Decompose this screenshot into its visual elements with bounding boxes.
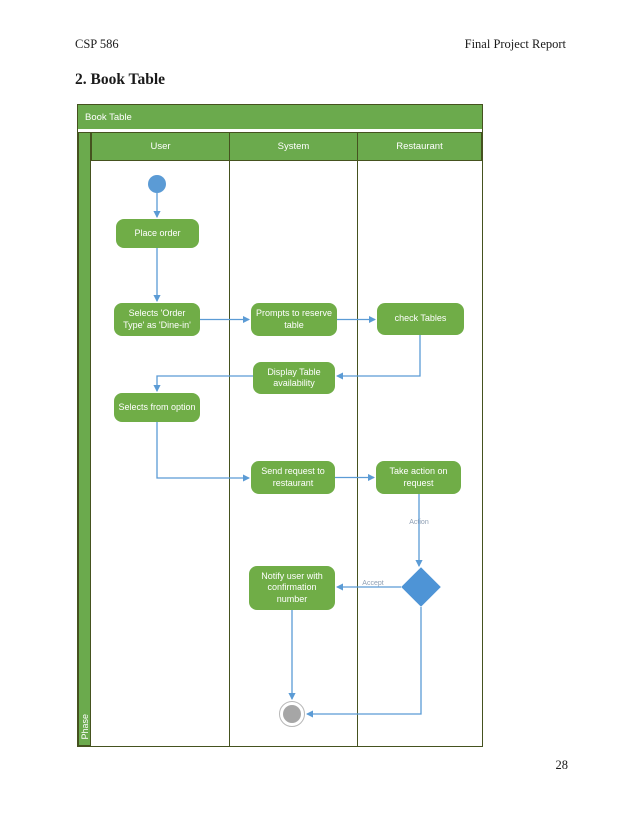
decision-diamond <box>401 567 441 607</box>
flow-selects-option-to-send-request <box>156 422 251 482</box>
lane-header-user: User <box>91 132 230 161</box>
activity-send-request: Send request to restaurant <box>251 461 335 494</box>
activity-take-action: Take action on request <box>376 461 461 494</box>
phase-strip: Phase <box>78 132 91 746</box>
activity-place-order: Place order <box>116 219 199 248</box>
edge-label-action: Action <box>409 519 429 526</box>
lane-separator <box>229 160 230 746</box>
document-header: CSP 586 Final Project Report <box>75 37 566 52</box>
page-number: 28 <box>555 758 569 772</box>
report-title: Final Project Report <box>464 37 566 51</box>
lane-header-system: System <box>229 132 358 161</box>
activity-diagram: Book Table Phase User System Restaurant … <box>77 104 483 747</box>
activity-selects-order-type: Selects 'Order Type' as 'Dine-in' <box>114 303 200 336</box>
activity-prompts-reserve-table: Prompts to reserve table <box>251 303 337 336</box>
activity-notify-user: Notify user with confirmation number <box>249 566 335 610</box>
final-node <box>279 701 305 727</box>
activity-check-tables: check Tables <box>377 303 464 335</box>
section-title: 2. Book Table <box>75 71 166 88</box>
activity-selects-from-option: Selects from option <box>114 393 200 422</box>
activity-display-availability: Display Table availability <box>253 362 335 394</box>
edge-label-accept: Accept <box>362 580 384 587</box>
course-code: CSP 586 <box>75 37 119 51</box>
lane-separator <box>357 160 358 746</box>
flow-check-tables-to-display <box>335 335 421 380</box>
final-node-core <box>283 705 301 723</box>
phase-label: Phase <box>80 714 90 740</box>
flow-decision-to-end <box>305 607 422 718</box>
lane-header-restaurant: Restaurant <box>357 132 482 161</box>
flow-display-to-selects-option <box>153 375 253 393</box>
connector-layer <box>153 193 423 718</box>
diagram-title-bar: Book Table <box>78 105 482 129</box>
initial-node <box>148 175 166 193</box>
